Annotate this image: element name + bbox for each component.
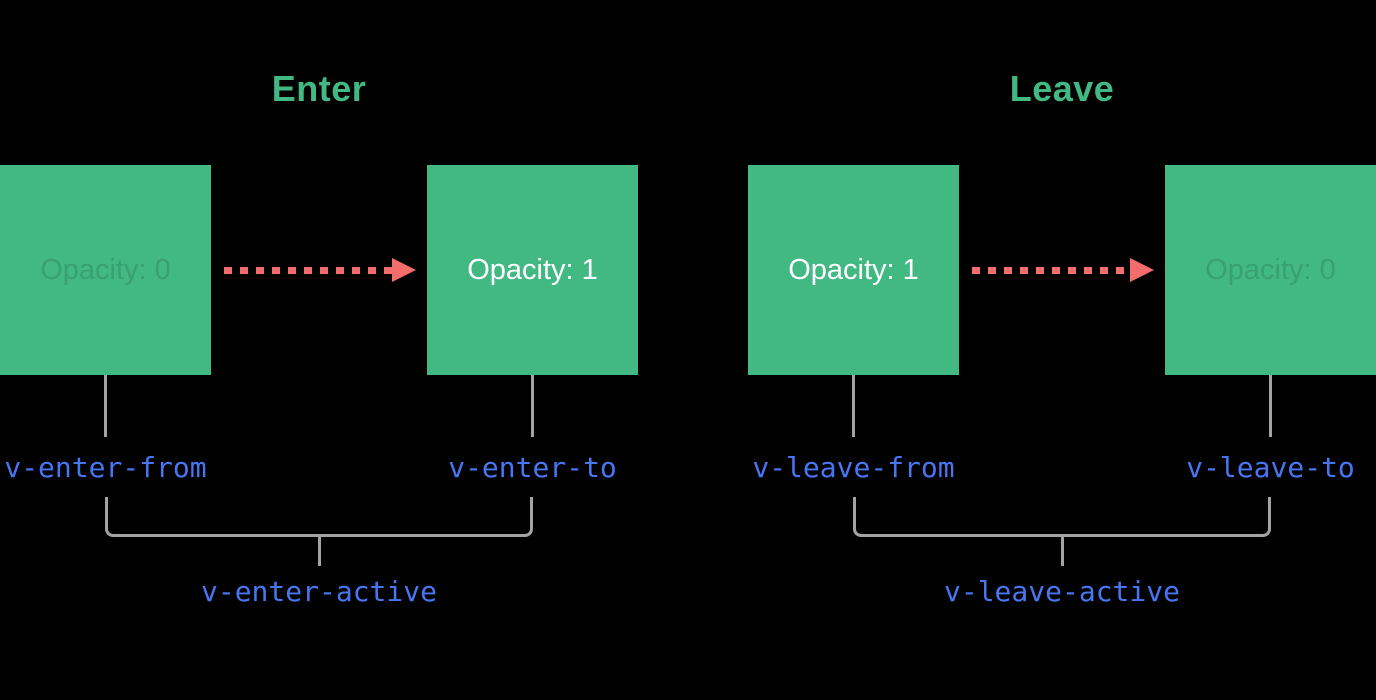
leave-section: Leave Opacity: 1 Opacity: 0 v-leave-from… [748,0,1376,700]
leave-to-box-label: Opacity: 0 [1205,253,1336,286]
bracket-stem [317,534,321,566]
enter-section: Enter Opacity: 0 Opacity: 1 v-enter-from… [0,0,638,700]
leave-to-class-label: v-leave-to [1186,451,1355,484]
connector-line [1269,375,1272,437]
connector-line [852,375,855,437]
leave-title: Leave [1009,68,1115,109]
arrowhead-icon [392,258,416,282]
enter-from-box: Opacity: 0 [0,165,211,375]
enter-transition-arrow [224,258,416,282]
enter-from-class-label: v-enter-from [4,451,207,484]
leave-from-box-label: Opacity: 1 [788,253,919,286]
enter-title: Enter [271,68,367,109]
connector-line [531,375,534,437]
enter-to-box: Opacity: 1 [427,165,638,375]
active-bracket [853,497,1271,537]
arrowhead-icon [1130,258,1154,282]
leave-from-class-label: v-leave-from [752,451,955,484]
enter-to-box-label: Opacity: 1 [467,253,598,286]
leave-active-class-label: v-leave-active [943,575,1180,608]
dashed-line-icon [224,266,394,274]
enter-from-box-label: Opacity: 0 [40,253,171,286]
dashed-line-icon [972,266,1132,274]
leave-transition-arrow [972,258,1154,282]
enter-active-class-label: v-enter-active [200,575,437,608]
enter-to-class-label: v-enter-to [448,451,617,484]
active-bracket [105,497,533,537]
leave-from-box: Opacity: 1 [748,165,959,375]
connector-line [104,375,107,437]
leave-to-box: Opacity: 0 [1165,165,1376,375]
bracket-stem [1060,534,1064,566]
